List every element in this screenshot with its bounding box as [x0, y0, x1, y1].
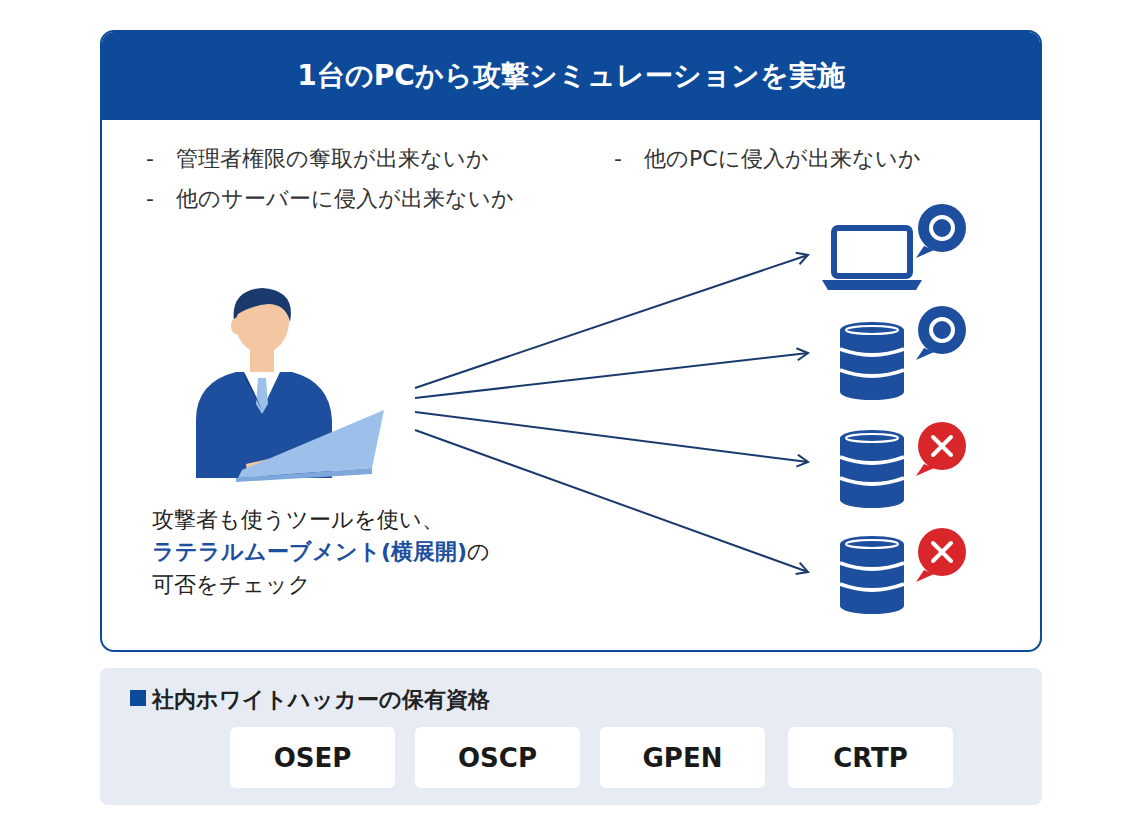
certification-box: GPEN	[600, 727, 765, 788]
success-mark	[916, 204, 966, 258]
certification-box: OSCP	[415, 727, 580, 788]
server-icon	[840, 430, 904, 508]
laptop-icon	[822, 228, 922, 290]
arrow	[415, 353, 808, 398]
certification-box: OSEP	[230, 727, 395, 788]
certification-name: CRTP	[833, 743, 908, 773]
heading-square	[130, 690, 146, 706]
attack-arrows	[415, 255, 808, 572]
check-item: - 管理者権限の奪取が出来ないか	[146, 146, 489, 172]
description-text: 攻撃者も使うツールを使い、	[152, 507, 444, 533]
person-illustration	[196, 288, 384, 482]
description-text: 可否をチェック	[152, 572, 311, 598]
certification-box: CRTP	[788, 727, 953, 788]
check-item: - 他のPCに侵入が出来ないか	[614, 146, 921, 172]
panel-heading: 1台のPCから攻撃シミュレーションを実施	[102, 32, 1040, 120]
server-icon	[840, 536, 904, 614]
success-mark	[916, 306, 966, 360]
certification-name: GPEN	[643, 743, 723, 773]
certification-panel: 社内ホワイトハッカーの保有資格 OSEP OSCP GPEN CRTP	[100, 668, 1042, 805]
fail-mark	[916, 528, 966, 582]
certification-name: OSCP	[458, 743, 537, 773]
check-item: - 他のサーバーに侵入が出来ないか	[146, 186, 514, 212]
highlight-term: ラテラルムーブメント(横展開)	[152, 539, 467, 565]
arrow	[415, 255, 808, 388]
description-text: の	[467, 539, 490, 565]
arrow	[415, 430, 808, 572]
fail-mark	[916, 422, 966, 476]
certification-name: OSEP	[274, 743, 352, 773]
title-band: 1台のPCから攻撃シミュレーションを実施	[102, 32, 1040, 120]
arrow	[415, 412, 808, 462]
server-icon	[840, 322, 904, 400]
panel-heading: 社内ホワイトハッカーの保有資格	[152, 685, 490, 715]
